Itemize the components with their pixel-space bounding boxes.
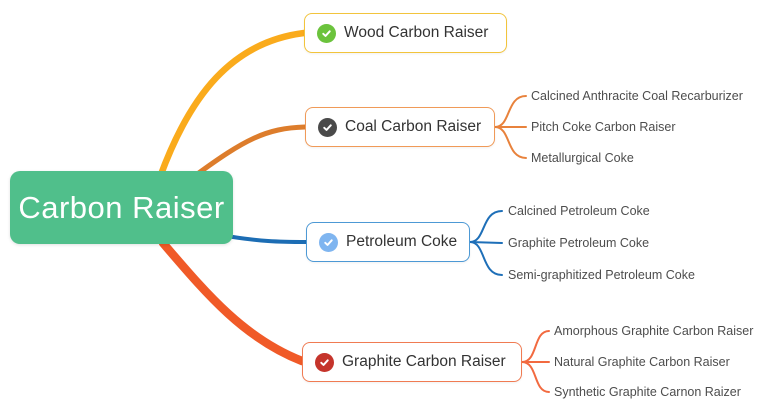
child-topic[interactable]: Semi-graphitized Petroleum Coke (508, 268, 695, 282)
child-topic[interactable]: Metallurgical Coke (531, 151, 634, 165)
child-connector-petroleum-0 (469, 210, 503, 243)
root-node-carbon-raiser[interactable]: Carbon Raiser (10, 171, 233, 244)
child-topic[interactable]: Graphite Petroleum Coke (508, 236, 650, 250)
branch-node-label: Petroleum Coke (346, 233, 458, 250)
branch-node-label: Coal Carbon Raiser (345, 118, 482, 135)
branch-curve-graphite (158, 238, 307, 366)
child-connector-petroleum-1 (469, 241, 503, 244)
root-node-label: Carbon Raiser (18, 189, 225, 225)
child-topic[interactable]: Natural Graphite Carbon Raiser (554, 355, 730, 369)
branch-node-coal-carbon-raiser[interactable]: Coal Carbon Raiser (305, 107, 495, 147)
child-connector-petroleum-2 (469, 241, 503, 276)
child-connector-graphite-2 (521, 361, 550, 393)
branch-curve-wood (156, 29, 308, 181)
child-connector-coal-0 (494, 95, 527, 128)
check-circle-icon (315, 352, 334, 372)
branch-node-graphite-carbon-raiser[interactable]: Graphite Carbon Raiser (302, 342, 522, 382)
child-topic[interactable]: Calcined Anthracite Coal Recarburizer (531, 89, 743, 103)
branch-curve-coal (193, 124, 308, 178)
child-topic[interactable]: Synthetic Graphite Carnon Raizer (554, 385, 741, 399)
check-circle-icon (319, 232, 338, 252)
branch-node-label: Wood Carbon Raiser (344, 24, 489, 41)
branch-node-wood-carbon-raiser[interactable]: Wood Carbon Raiser (304, 13, 507, 53)
child-topic[interactable]: Pitch Coke Carbon Raiser (531, 120, 676, 134)
branch-node-petroleum-coke[interactable]: Petroleum Coke (306, 222, 470, 262)
child-topic[interactable]: Amorphous Graphite Carbon Raiser (554, 324, 754, 338)
check-circle-icon (318, 117, 337, 137)
branch-node-label: Graphite Carbon Raiser (342, 353, 506, 370)
child-connector-coal-2 (494, 126, 527, 159)
check-circle-icon (317, 23, 336, 43)
child-connector-graphite-0 (521, 330, 550, 363)
branch-curve-petroleum (231, 235, 308, 244)
child-topic[interactable]: Calcined Petroleum Coke (508, 204, 650, 218)
